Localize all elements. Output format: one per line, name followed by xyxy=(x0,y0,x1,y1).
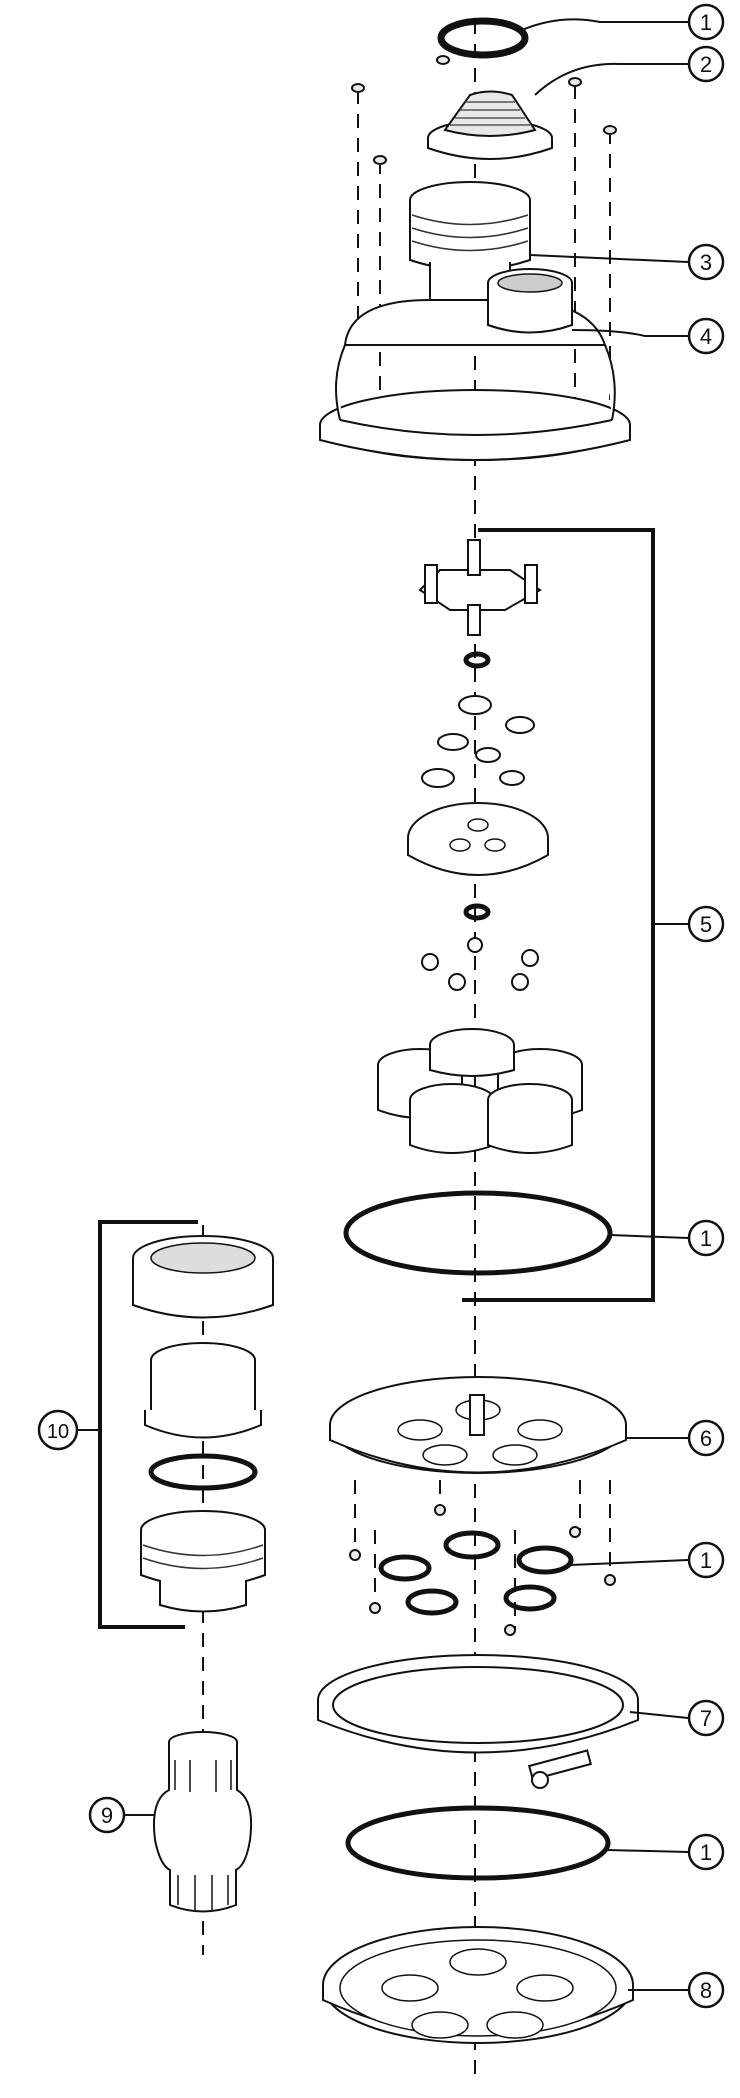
valve-body-plate xyxy=(329,1376,627,1474)
base-plate xyxy=(322,1926,634,2044)
svg-text:10: 10 xyxy=(47,1421,69,1443)
callout-1: 1 xyxy=(687,1833,725,1871)
callout-1: 1 xyxy=(687,1219,725,1257)
strainer-basket xyxy=(427,90,553,160)
ball-set xyxy=(421,937,539,991)
cylinder-valve-block xyxy=(377,1028,583,1154)
svg-text:2: 2 xyxy=(700,52,712,77)
gear-set xyxy=(421,695,535,788)
turbine-spider xyxy=(418,539,542,636)
callout-5: 5 xyxy=(687,905,725,943)
o-ring-lower xyxy=(345,1805,611,1881)
svg-text:1: 1 xyxy=(700,1226,712,1251)
vent-cap xyxy=(487,268,573,334)
svg-text:5: 5 xyxy=(700,912,712,937)
bracket-assembly-5 xyxy=(462,528,655,1302)
callout-3: 3 xyxy=(687,243,725,281)
callout-6: 6 xyxy=(687,1419,725,1457)
callout-1: 1 xyxy=(687,1541,725,1579)
check-valve xyxy=(153,1731,253,1913)
valve-lid-dome xyxy=(319,181,631,461)
callout-7: 7 xyxy=(687,1699,725,1737)
union-threaded-adapter xyxy=(140,1510,266,1613)
svg-text:8: 8 xyxy=(700,1978,712,2003)
leader-lines xyxy=(125,18,689,1991)
svg-text:1: 1 xyxy=(700,1548,712,1573)
callout-4: 4 xyxy=(687,317,725,355)
small-washer xyxy=(463,651,491,669)
svg-text:1: 1 xyxy=(700,10,712,35)
union-tailpiece xyxy=(144,1342,262,1439)
callout-10: 10 xyxy=(37,1409,79,1451)
small-washer xyxy=(463,903,491,921)
union-o-ring xyxy=(148,1453,258,1491)
svg-text:3: 3 xyxy=(700,250,712,275)
o-ring-small-set xyxy=(378,1530,574,1616)
callout-2: 2 xyxy=(687,45,725,83)
bracket-assembly-10 xyxy=(98,1220,198,1629)
svg-text:6: 6 xyxy=(700,1426,712,1451)
union-nut xyxy=(132,1235,274,1319)
o-ring-large xyxy=(343,1190,613,1276)
svg-text:4: 4 xyxy=(700,324,712,349)
callout-1: 1 xyxy=(687,3,725,41)
callout-9: 9 xyxy=(88,1796,126,1834)
svg-text:7: 7 xyxy=(700,1706,712,1731)
gear-plate xyxy=(407,802,549,876)
svg-text:9: 9 xyxy=(101,1803,113,1828)
band-clamp xyxy=(317,1654,639,1789)
callout-8: 8 xyxy=(687,1971,725,2009)
screw-set-top xyxy=(351,55,617,165)
svg-text:1: 1 xyxy=(700,1840,712,1865)
o-ring-top xyxy=(437,17,529,59)
